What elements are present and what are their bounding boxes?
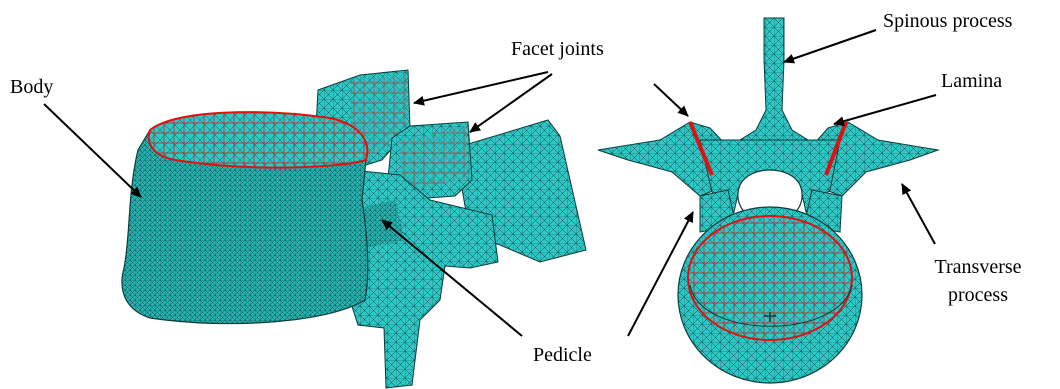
superior-view (598, 18, 938, 383)
body-endplate (149, 112, 368, 167)
arrow-facet-joint-1 (414, 72, 548, 103)
arrow-spinous-process (784, 30, 876, 62)
label-body: Body (10, 76, 53, 98)
label-transverse-line2: process (918, 284, 1038, 306)
label-lamina: Lamina (941, 70, 1002, 92)
spinous-process (740, 18, 808, 140)
lateral-view (122, 70, 586, 388)
label-facet-joints: Facet joints (511, 38, 604, 60)
arrow-transverse-process (902, 184, 935, 244)
arrow-lamina-right (834, 95, 936, 124)
arrow-lamina-left (654, 84, 688, 116)
label-transverse-process: Transverse process (918, 256, 1038, 306)
label-transverse-line1: Transverse (918, 256, 1038, 278)
label-pedicle: Pedicle (533, 344, 592, 366)
arrow-body (44, 104, 141, 197)
label-spinous-process: Spinous process (883, 10, 1012, 32)
